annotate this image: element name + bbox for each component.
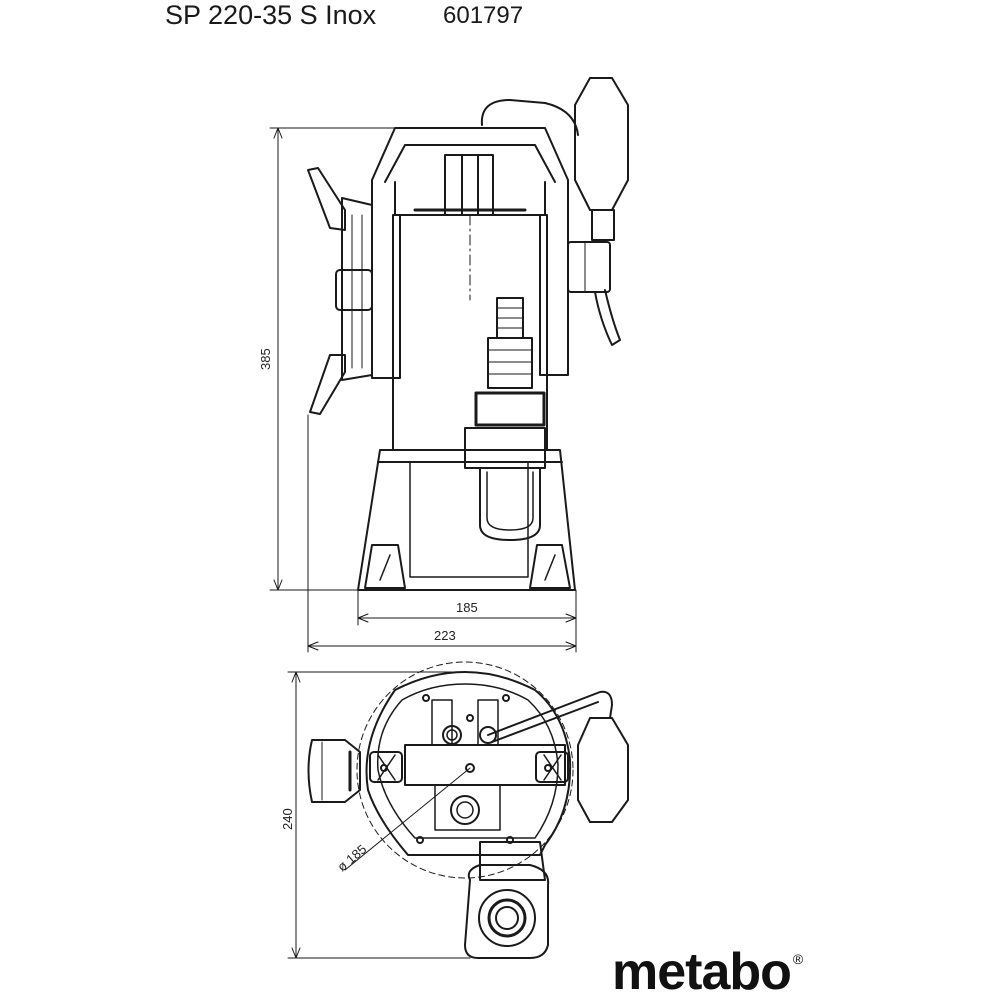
- left-clamp: [369, 751, 403, 783]
- outlet-pipe: [479, 467, 541, 541]
- top-view: [307, 661, 629, 959]
- left-clip-bottom: [309, 354, 346, 415]
- diameter-label: ø 185: [334, 841, 369, 874]
- dimension-base-width: [357, 589, 577, 626]
- handle-frame: [371, 127, 569, 379]
- model-title: SP 220-35 S Inox: [165, 0, 377, 30]
- side-view: [307, 77, 629, 591]
- base-width-label: 185: [456, 600, 478, 615]
- float-switch-holder: [567, 241, 611, 293]
- dimension-depth: [287, 671, 471, 959]
- brand-name: metabo: [612, 943, 792, 1001]
- left-foot: [364, 544, 406, 589]
- depth-label: 240: [280, 808, 295, 830]
- left-holder: [341, 197, 373, 381]
- pump-base: [357, 449, 576, 591]
- dimension-total-width: [307, 414, 577, 653]
- left-handle-top: [307, 739, 361, 803]
- right-foot: [529, 544, 571, 589]
- shaft-cap: [450, 795, 480, 825]
- outlet-top: [464, 864, 550, 959]
- registered-mark: ®: [792, 951, 803, 967]
- float-switch-top: [577, 717, 629, 823]
- power-cable: [480, 99, 579, 136]
- right-clamp: [535, 751, 569, 783]
- height-label: 385: [258, 348, 273, 370]
- article-number: 601797: [443, 2, 524, 29]
- total-width-label: 223: [434, 628, 456, 643]
- diameter-circle: [356, 661, 574, 879]
- left-clip-top: [307, 167, 346, 231]
- brand-logo: metabo®: [612, 943, 803, 1001]
- cable-gland: [442, 725, 462, 745]
- outlet-connector: [464, 297, 546, 469]
- float-switch: [574, 77, 629, 211]
- dimension-height: [269, 127, 401, 591]
- power-cable-top: [487, 690, 613, 736]
